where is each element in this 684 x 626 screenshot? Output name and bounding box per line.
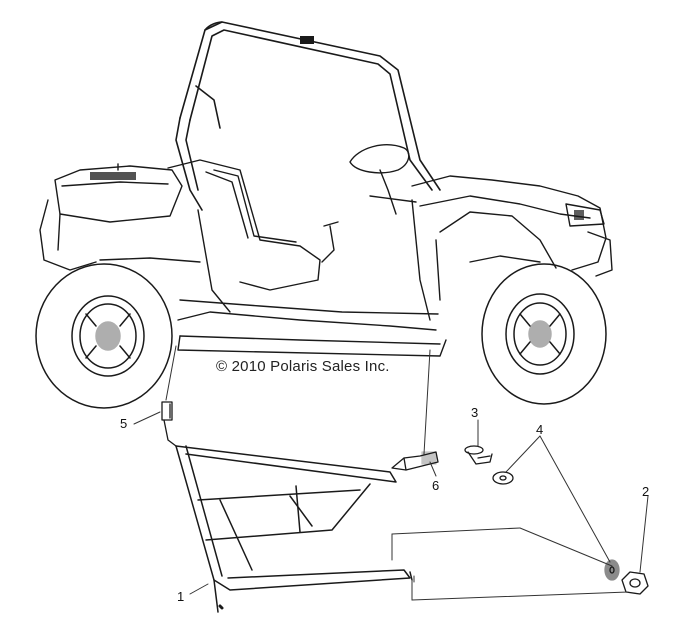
copyright-notice: © 2010 Polaris Sales Inc. — [216, 358, 390, 375]
callout-4: 4 — [536, 422, 544, 437]
part-5-latch — [161, 401, 177, 447]
rear-wheel — [35, 263, 173, 409]
front-wheel — [481, 263, 607, 405]
callout-1: 1 — [177, 589, 185, 604]
part-6-latch — [391, 451, 439, 471]
roll-cage — [175, 21, 441, 211]
vehicle-body — [39, 144, 613, 357]
hardware-bracket — [391, 527, 629, 601]
callout-leaders — [133, 411, 649, 595]
callout-2: 2 — [642, 484, 650, 499]
part-1-net-frame — [175, 445, 413, 613]
part-3-push-rivet — [464, 445, 493, 465]
callout-6: 6 — [432, 478, 440, 493]
leader-lines — [165, 345, 431, 455]
part-4-washers — [492, 471, 620, 581]
callout-3: 3 — [471, 405, 479, 420]
callout-5: 5 — [120, 416, 128, 431]
part-2-nut — [621, 571, 649, 595]
